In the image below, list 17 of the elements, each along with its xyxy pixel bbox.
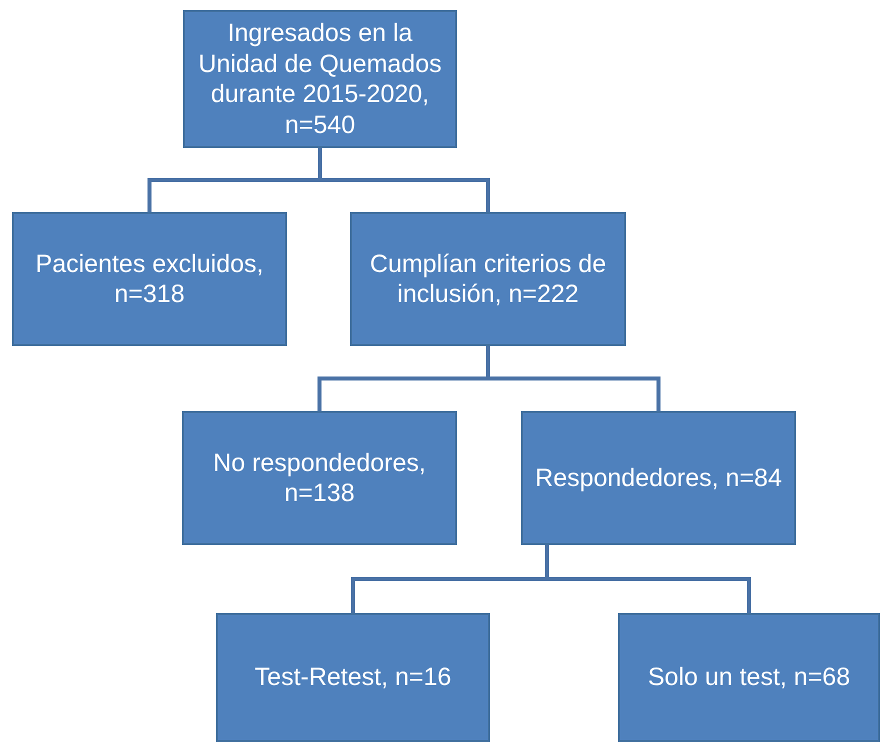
connector-line: [545, 545, 751, 613]
box-label: Solo un test, n=68: [648, 662, 850, 693]
process-box: [216, 613, 490, 742]
connector-line: [486, 346, 660, 411]
connector-line: [318, 148, 490, 212]
box-label: Pacientes excluidos, n=318: [34, 248, 264, 310]
process-box: [183, 10, 457, 148]
box-label: Respondedores, n=84: [535, 462, 782, 494]
process-box: [521, 411, 796, 545]
box-label: Cumplían criterios de inclusión, n=222: [368, 248, 608, 310]
process-box: [350, 212, 626, 346]
process-box: [12, 212, 287, 346]
process-box: [618, 613, 880, 742]
box-label: Ingresados en la Unidad de Quemados durante 2015-2020, n=540: [197, 18, 443, 140]
process-box: [182, 411, 457, 545]
box-label: No respondedores, n=138: [212, 448, 427, 508]
box-label: Test-Retest, n=16: [254, 662, 452, 693]
